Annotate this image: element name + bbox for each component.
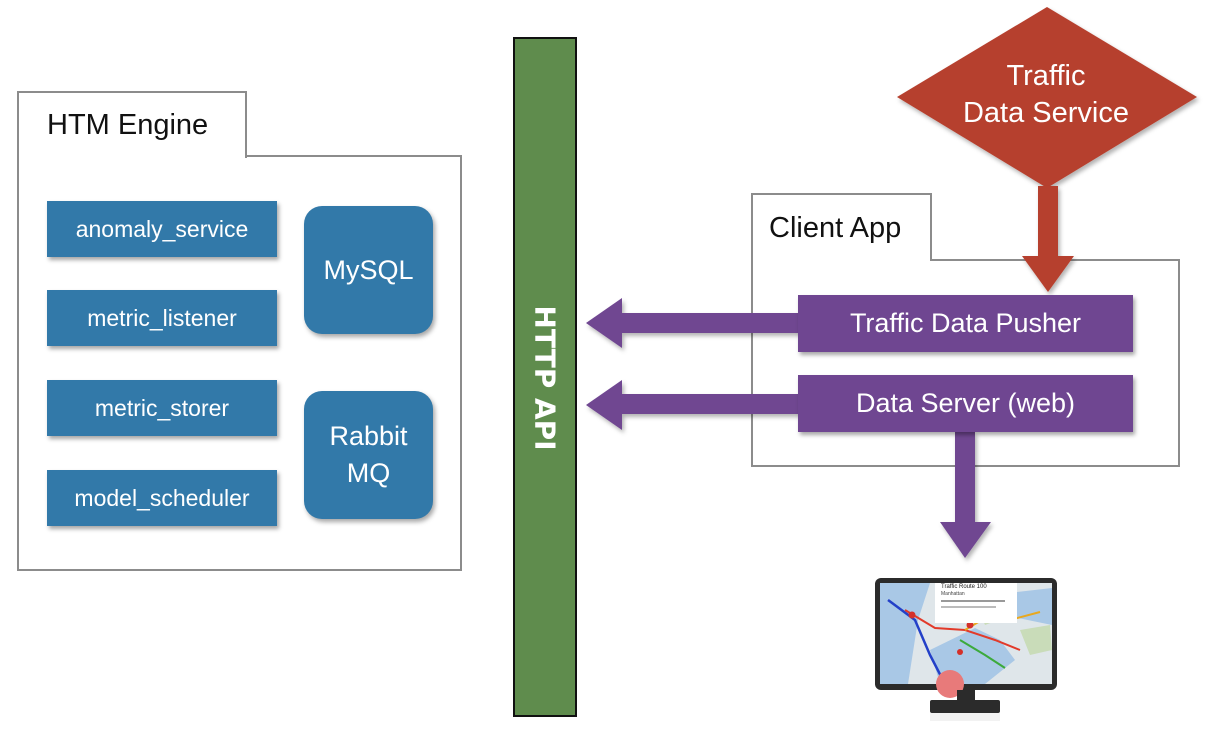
traffic-data-service-diamond [897, 7, 1197, 188]
http-api-bar [513, 37, 577, 717]
client-app-title: Client App [751, 193, 932, 261]
source-to-pusher-arrow [1022, 186, 1074, 292]
htm-engine-title: HTM Engine [17, 91, 247, 158]
monitor-icon [875, 578, 1057, 721]
metric-listener-box: metric_listener [47, 290, 277, 346]
model-scheduler-box: model_scheduler [47, 470, 277, 526]
mysql-box: MySQL [304, 206, 433, 334]
metric-storer-box: metric_storer [47, 380, 277, 436]
map-popup-title: Traffic Route 100 [941, 584, 987, 590]
dataserver-to-api-arrow [586, 380, 802, 430]
traffic-data-pusher-box: Traffic Data Pusher [798, 295, 1133, 352]
pusher-to-api-arrow [586, 298, 802, 348]
traffic-data-service-label: Traffic Data Service [962, 60, 1129, 129]
anomaly-service-box: anomaly_service [47, 201, 277, 257]
dataserver-to-monitor-arrow [940, 432, 991, 558]
rabbitmq-box: Rabbit MQ [304, 391, 433, 519]
map-popup-subtitle: Manhattan [941, 591, 965, 597]
data-server-web-box: Data Server (web) [798, 375, 1133, 432]
